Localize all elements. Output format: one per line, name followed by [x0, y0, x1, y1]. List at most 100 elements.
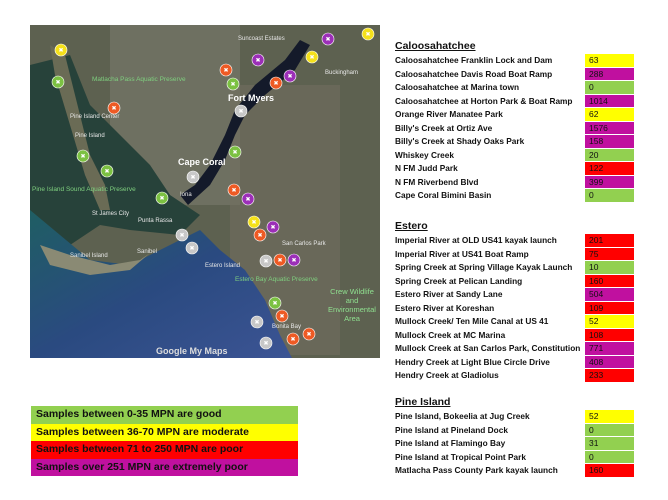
- kayak-icon: ✖: [58, 47, 63, 54]
- kayak-icon: ✖: [232, 149, 237, 156]
- map-label-san-carlos: San Carlos Park: [282, 241, 327, 247]
- map-label-buckingham: Buckingham: [325, 70, 358, 76]
- sample-site-marker[interactable]: [107, 101, 121, 115]
- sample-site-marker[interactable]: [51, 75, 65, 89]
- sample-site-marker[interactable]: [234, 104, 248, 118]
- sample-site-marker[interactable]: [302, 327, 316, 341]
- kayak-icon: ✖: [291, 257, 296, 264]
- table-row: Billy's Creek at Ortiz Ave 1576: [395, 121, 640, 136]
- sample-site-marker[interactable]: [253, 228, 267, 242]
- sample-site-marker[interactable]: [321, 32, 335, 46]
- table-row: Mullock Creek at San Carlos Park, Consti…: [395, 342, 640, 356]
- table-row: Caloosahatchee Franklin Lock and Dam 63: [395, 54, 640, 68]
- map-label-crew: Crew Wildlife and Environmental Area: [328, 287, 376, 323]
- mpn-value: 122: [585, 162, 634, 175]
- site-name: N FM Judd Park: [395, 163, 458, 173]
- mpn-value: 20: [585, 148, 634, 161]
- kayak-icon: ✖: [179, 232, 184, 239]
- kayak-icon: ✖: [365, 31, 370, 38]
- mpn-value: 75: [585, 247, 634, 260]
- table-row: N FM Riverbend Blvd 399: [395, 175, 640, 190]
- kayak-icon: ✖: [223, 67, 228, 74]
- kayak-icon: ✖: [273, 80, 278, 87]
- sample-site-marker[interactable]: [250, 315, 264, 329]
- kayak-icon: ✖: [255, 57, 260, 64]
- table-row: Pine Island at Pineland Dock 0: [395, 423, 640, 438]
- map-markers: ✖✖✖✖✖✖✖✖✖✖✖✖✖✖✖✖✖✖✖✖✖✖✖✖✖✖✖✖✖✖✖✖✖: [51, 27, 375, 350]
- table-row: Pine Island, Bokeelia at Jug Creek 52: [395, 410, 640, 424]
- sample-site-marker[interactable]: [268, 296, 282, 310]
- mpn-value: 233: [585, 369, 634, 382]
- site-name: Pine Island at Tropical Point Park: [395, 451, 526, 462]
- kayak-icon: ✖: [55, 79, 60, 86]
- sample-site-marker[interactable]: [247, 215, 261, 229]
- map-label-pine-sound: Pine Island Sound Aquatic Preserve: [32, 186, 136, 193]
- sample-site-marker[interactable]: [227, 183, 241, 197]
- kayak-icon: ✖: [111, 105, 116, 112]
- mpn-value: 160: [585, 464, 634, 477]
- sample-site-marker[interactable]: [286, 332, 300, 346]
- sample-site-marker[interactable]: [241, 192, 255, 206]
- mpn-value: 771: [585, 342, 634, 355]
- map-label-matlacha: Matlacha Pass Aquatic Preserve: [92, 76, 186, 83]
- sample-site-marker[interactable]: [219, 63, 233, 77]
- mpn-value: 52: [585, 410, 634, 423]
- sample-site-marker[interactable]: [251, 53, 265, 67]
- map-label-sanibel-island: Sanibel Island: [70, 253, 108, 259]
- sample-site-marker[interactable]: [155, 191, 169, 205]
- mpn-value: 108: [585, 328, 634, 341]
- sample-site-marker[interactable]: [76, 149, 90, 163]
- sample-site-marker[interactable]: [259, 254, 273, 268]
- sample-site-marker[interactable]: [273, 253, 287, 267]
- table-row: Billy's Creek at Shady Oaks Park 158: [395, 135, 640, 149]
- kayak-icon: ✖: [263, 340, 268, 347]
- legend-item-moderate: Samples between 36-70 MPN are moderate: [31, 423, 298, 441]
- sample-site-marker[interactable]: [228, 145, 242, 159]
- map-view[interactable]: Fort Myers Cape Coral Pine Island Pine I…: [30, 25, 380, 358]
- kayak-icon: ✖: [251, 219, 256, 226]
- map-label-suncoast: Suncoast Estates: [238, 36, 285, 42]
- kayak-icon: ✖: [272, 300, 277, 307]
- site-name: Imperial River at US41 Boat Ramp: [395, 248, 529, 259]
- site-name: Pine Island, Bokeelia at Jug Creek: [395, 411, 530, 421]
- sample-site-marker[interactable]: [305, 50, 319, 64]
- site-name: Mullock Creek at San Carlos Park, Consti…: [395, 343, 581, 353]
- kayak-icon: ✖: [306, 331, 311, 338]
- map-label-punta-rassa: Punta Rassa: [138, 218, 173, 224]
- legend-item-poor: Samples between 71 to 250 MPN are poor: [31, 441, 298, 459]
- mpn-value: 63: [585, 54, 634, 67]
- sample-site-marker[interactable]: [226, 77, 240, 91]
- kayak-icon: ✖: [263, 258, 268, 265]
- table-row: Estero River at Koreshan 109: [395, 301, 640, 316]
- table-row: Whiskey Creek 20: [395, 148, 640, 163]
- mpn-value: 288: [585, 67, 634, 80]
- site-name: Hendry Creek at Gladiolus: [395, 370, 499, 380]
- sample-site-marker[interactable]: [269, 76, 283, 90]
- mpn-value: 1576: [585, 121, 634, 134]
- map-label-iona: Iona: [180, 192, 192, 198]
- sample-site-marker[interactable]: [275, 309, 289, 323]
- section-title: Estero: [395, 220, 428, 232]
- sample-site-marker[interactable]: [283, 69, 297, 83]
- sample-site-marker[interactable]: [259, 336, 273, 350]
- sample-site-marker[interactable]: [185, 241, 199, 255]
- sample-site-marker[interactable]: [287, 253, 301, 267]
- table-row: Estero River at Sandy Lane 504: [395, 288, 640, 302]
- site-name: Orange River Manatee Park: [395, 109, 503, 119]
- sample-site-marker[interactable]: [175, 228, 189, 242]
- site-name: Hendry Creek at Light Blue Circle Drive: [395, 356, 550, 367]
- sanibel-island: [40, 245, 150, 275]
- sample-site-marker[interactable]: [100, 164, 114, 178]
- sample-site-marker[interactable]: [186, 170, 200, 184]
- kayak-icon: ✖: [287, 73, 292, 80]
- sample-site-marker[interactable]: [361, 27, 375, 41]
- site-name: Billy's Creek at Ortiz Ave: [395, 122, 493, 133]
- sample-site-marker[interactable]: [266, 220, 280, 234]
- sample-site-marker[interactable]: [54, 43, 68, 57]
- kayak-icon: ✖: [190, 174, 195, 181]
- kayak-icon: ✖: [80, 153, 85, 160]
- table-row: Caloosahatchee at Horton Park & Boat Ram…: [395, 94, 640, 109]
- table-row: Matlacha Pass County Park kayak launch 1…: [395, 464, 640, 478]
- mpn-value: 1014: [585, 94, 634, 107]
- mpn-value: 0: [585, 423, 634, 436]
